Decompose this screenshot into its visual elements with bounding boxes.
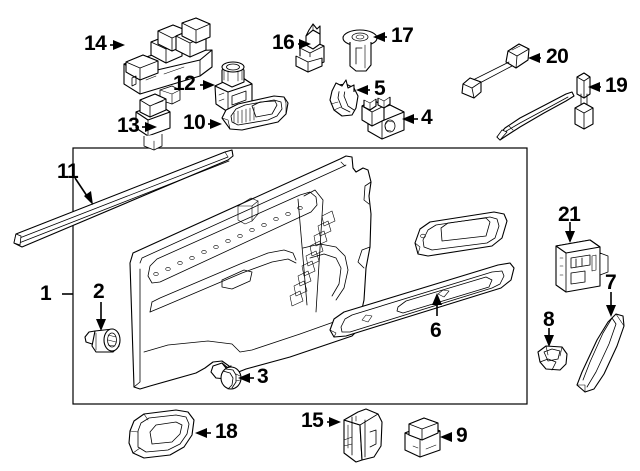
- leader-10: [208, 119, 222, 129]
- leader-13: [142, 122, 157, 132]
- part-door-handle-bezel: [128, 409, 195, 459]
- part-retainer-bracket-clip: [537, 345, 568, 371]
- callout-label-3[interactable]: 3: [257, 365, 269, 388]
- item-1-assembly-box: [72, 147, 528, 405]
- part-push-pin-retainer: [210, 362, 242, 390]
- callout-label-5[interactable]: 5: [374, 77, 386, 100]
- leader-6: [432, 293, 442, 316]
- leader-9: [440, 432, 452, 442]
- leader-15: [327, 417, 341, 427]
- callout-label-9[interactable]: 9: [456, 424, 468, 447]
- part-lock-knob-grommet: [84, 328, 121, 353]
- leader-21: [565, 222, 575, 243]
- leader-11: [74, 177, 93, 205]
- leader-20: [528, 53, 541, 63]
- part-antenna-mast-rod: [496, 72, 594, 141]
- leader-14: [110, 40, 125, 50]
- part-antenna-cable-connector: [461, 43, 530, 99]
- switch-rib-hatching: [233, 106, 255, 124]
- part-tweeter-speaker-cover: [576, 313, 625, 393]
- callout-label-17[interactable]: 17: [391, 24, 414, 47]
- leader-7: [606, 292, 616, 317]
- leader-8: [544, 328, 554, 347]
- leader-2: [96, 302, 106, 331]
- callout-label-19[interactable]: 19: [605, 74, 628, 97]
- leader-19: [588, 82, 601, 92]
- grip-hatching: [289, 210, 336, 307]
- leader-12: [200, 80, 215, 90]
- callout-label-13[interactable]: 13: [117, 114, 140, 137]
- callout-label-10[interactable]: 10: [183, 111, 206, 134]
- part-trim-panel-push-rivet: [342, 29, 378, 72]
- part-door-control-module: [555, 239, 609, 293]
- callout-label-4[interactable]: 4: [421, 106, 433, 129]
- leader-5: [356, 85, 370, 95]
- part-wire-harness-clip: [329, 79, 359, 117]
- part-switch-housing-block: [361, 96, 405, 140]
- callout-label-12[interactable]: 12: [173, 72, 196, 95]
- callout-label-16[interactable]: 16: [272, 31, 295, 54]
- leader-4: [402, 114, 418, 124]
- callout-label-2[interactable]: 2: [93, 280, 105, 303]
- callout-label-18[interactable]: 18: [215, 420, 238, 443]
- part-master-window-switch: [123, 17, 213, 105]
- callout-label-8[interactable]: 8: [543, 308, 555, 331]
- leader-16: [298, 39, 311, 49]
- part-seat-memory-switch: [343, 408, 383, 463]
- callout-label-20[interactable]: 20: [546, 45, 569, 68]
- part-door-lock-switch: [135, 93, 171, 151]
- callout-label-1[interactable]: 1: [40, 282, 52, 305]
- part-door-pull-trim-strip: [329, 211, 515, 338]
- callout-label-21[interactable]: 21: [558, 203, 581, 226]
- callout-label-11[interactable]: 11: [57, 160, 79, 183]
- callout-label-6[interactable]: 6: [430, 319, 442, 342]
- leader-3: [238, 373, 254, 383]
- part-belt-weatherstrip-molding: [13, 149, 234, 248]
- part-door-trim-panel-assembly: [129, 155, 372, 390]
- callout-label-14[interactable]: 14: [84, 32, 107, 55]
- callout-label-15[interactable]: 15: [301, 409, 324, 432]
- part-single-window-switch: [404, 417, 441, 458]
- part-wire-retainer-clip: [295, 23, 325, 73]
- leader-18: [195, 428, 211, 438]
- leader-17: [373, 32, 387, 42]
- rivet-hole-row: [153, 206, 303, 276]
- callout-label-7[interactable]: 7: [605, 271, 617, 294]
- part-passenger-window-switch: [221, 95, 289, 131]
